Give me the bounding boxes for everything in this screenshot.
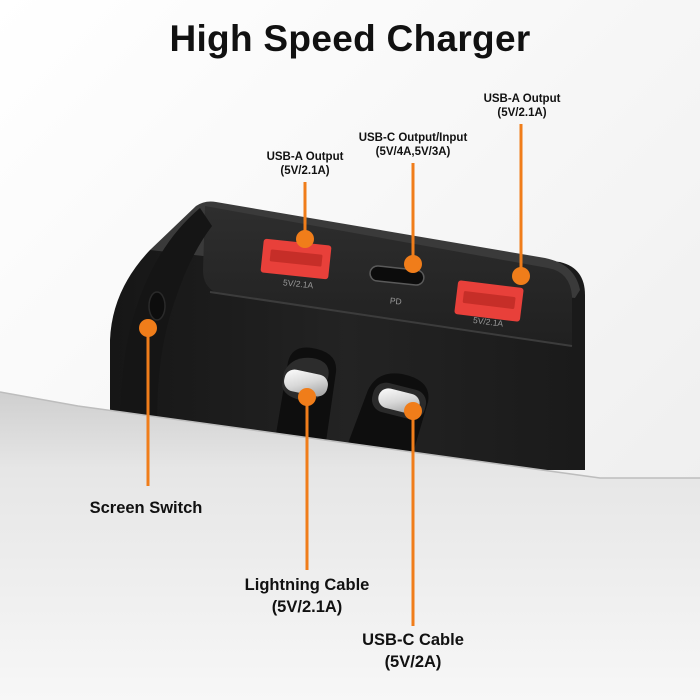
table-edge: [0, 391, 700, 479]
callout-dot-usb-a-left: [296, 230, 314, 248]
usb-a-port-left[interactable]: [260, 238, 332, 280]
screen-switch-button[interactable]: [148, 291, 166, 321]
usb-a-right-label-line2: (5V/2.1A): [497, 107, 547, 119]
callout-dot-usbc-cable: [404, 402, 422, 420]
callout-dots: [139, 230, 530, 420]
usb-a-left-label-line1: USB-A Output: [266, 151, 344, 163]
usb-a-left-label: USB-A Output (5V/2.1A): [240, 150, 370, 178]
screen-switch-label: Screen Switch: [66, 497, 226, 519]
screen-switch-label-line1: Screen Switch: [89, 499, 203, 517]
usb-c-label: USB-C Output/Input (5V/4A,5V/3A): [343, 131, 483, 159]
lightning-cable-label-line2: (5V/2.1A): [271, 598, 343, 616]
usbc-cable-label-line1: USB-C Cable: [362, 631, 464, 649]
left-side: [119, 208, 212, 470]
usb-a-right-label-line1: USB-A Output: [483, 93, 561, 105]
page-title: High Speed Charger: [169, 18, 531, 59]
usb-a-left-label-line2: (5V/2.1A): [280, 165, 330, 177]
callout-dot-screen-switch: [139, 319, 157, 337]
lightning-plug: [284, 369, 328, 397]
usb-c-label-line1: USB-C Output/Input: [358, 132, 468, 144]
table-surface: [0, 392, 700, 700]
callout-dot-usb-c: [404, 255, 422, 273]
usb-a-port-right[interactable]: [454, 280, 524, 322]
pd-label: PD: [389, 295, 402, 306]
lightning-cable-label-line1: Lightning Cable: [244, 576, 370, 594]
callout-dot-usb-a-right: [512, 267, 530, 285]
callout-lines: [146, 124, 523, 626]
usb-c-label-line2: (5V/4A,5V/3A): [375, 146, 451, 158]
usb-a-right-rating: 5V/2.1A: [473, 315, 505, 329]
lightning-cable-label: Lightning Cable (5V/2.1A): [222, 574, 392, 618]
usb-a-left-rating: 5V/2.1A: [283, 277, 314, 290]
callout-dot-lightning: [298, 388, 316, 406]
usbc-cable-label: USB-C Cable (5V/2A): [338, 629, 488, 673]
usb-a-right-label: USB-A Output (5V/2.1A): [457, 92, 587, 120]
seam-line: [209, 291, 573, 347]
power-bank: 5V/2.1A PD 5V/2.1A: [110, 201, 585, 470]
usbc-cable-label-line2: (5V/2A): [384, 653, 442, 671]
